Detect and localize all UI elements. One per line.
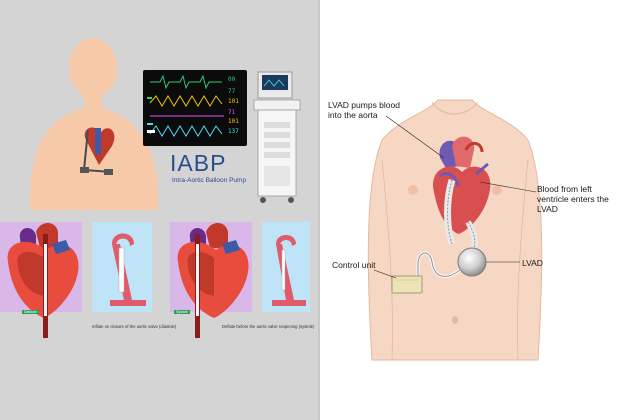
resp-trace: [149, 125, 223, 137]
control-unit: [391, 275, 423, 294]
iabp-console: [253, 71, 301, 203]
leader-blood-from: [479, 181, 537, 193]
monitor-reading-5: 137: [228, 128, 239, 135]
pressure-trace: [149, 95, 223, 107]
phase-caption-systole: Deflate before the aortic valve reopenin…: [222, 324, 315, 329]
iabp-body-figure: [29, 38, 159, 210]
iabp-subtitle: Intra-Aortic Balloon Pump: [172, 177, 247, 184]
diastole-panel: [0, 222, 152, 338]
monitor-reading-4: 101: [228, 118, 239, 125]
label-blood-from: Blood from left ventricle enters the LVA…: [537, 184, 609, 214]
iabp-title: IABP: [170, 150, 227, 176]
systole-panel: [170, 222, 310, 338]
monitor-reading-1: 77: [228, 88, 236, 95]
label-lvad: LVAD: [522, 258, 543, 268]
monitor-reading-2: 101: [228, 98, 239, 105]
leader-lvad-pumps: [385, 115, 445, 159]
monitor-reading-3: 71: [228, 109, 236, 116]
label-lvad-pumps: LVAD pumps blood into the aorta: [328, 100, 400, 120]
phase-caption-diastole: Inflate on closure of the aortic valve (…: [92, 324, 177, 329]
panel-divider: [318, 0, 320, 420]
lvad-heart: [433, 136, 491, 234]
ecg-trace: [150, 74, 222, 90]
vitals-monitor: [143, 70, 247, 146]
phase-tag-diastole: Diastole: [22, 310, 39, 314]
phase-tag-systole: Systole: [174, 310, 190, 314]
leader-control-unit: [373, 269, 397, 279]
monitor-reading-0: 00: [228, 76, 236, 83]
label-control-unit: Control unit: [332, 260, 376, 270]
iabp-small-heart: [80, 127, 115, 175]
